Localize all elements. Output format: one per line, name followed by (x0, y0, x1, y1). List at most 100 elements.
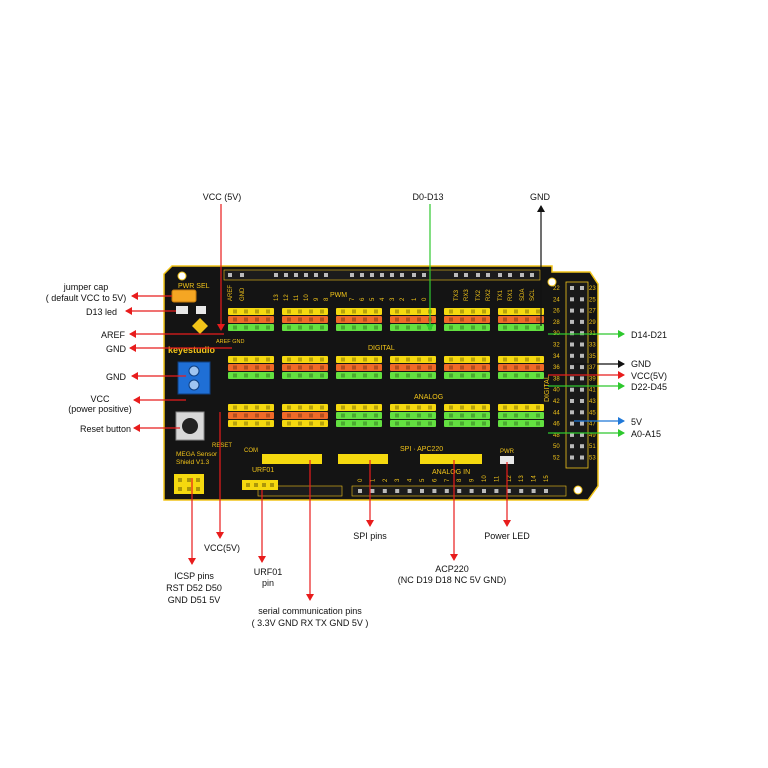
pin-hole (244, 309, 248, 314)
pin-hole (363, 317, 367, 322)
pin-hole (503, 405, 507, 410)
right-pin-label: 25 (589, 297, 596, 303)
pin-hole (320, 421, 324, 426)
right-pin-label: 53 (589, 456, 596, 462)
header-pin-label: 13 (274, 294, 280, 301)
pin-hole (287, 325, 291, 330)
bottom-pin-label: 10 (482, 475, 488, 482)
right-pin (570, 342, 574, 347)
mounting-hole (573, 485, 583, 495)
pin-hole (449, 421, 453, 426)
pin-hole (471, 357, 475, 362)
label-gnd-top: GND (530, 192, 550, 202)
pin-hole (514, 373, 518, 378)
analog-text: ANALOG (414, 394, 443, 401)
header-pin (400, 273, 404, 277)
label-acp-2: (NC D19 D18 NC 5V GND) (397, 575, 507, 585)
pwm-text: PWM (330, 292, 347, 299)
bottom-pin-label: 15 (544, 475, 550, 482)
d13-led-pad (196, 306, 206, 314)
bottom-pin (519, 489, 524, 493)
right-pin (580, 297, 584, 302)
pin-row (444, 324, 490, 331)
pin-hole (395, 421, 399, 426)
right-pin (580, 319, 584, 324)
pin-hole (406, 309, 410, 314)
label-a0-a15: A0-A15 (631, 429, 662, 439)
pin-hole (395, 373, 399, 378)
pin-row (282, 316, 328, 323)
header-pin (304, 273, 308, 277)
pin-hole (320, 365, 324, 370)
urf01-pin (246, 483, 250, 487)
pin-hole (266, 309, 270, 314)
pin-hole (320, 405, 324, 410)
terminal-screw-icon (188, 365, 200, 377)
right-pin (580, 342, 584, 347)
pin-row (444, 356, 490, 363)
pin-row (336, 316, 382, 323)
pin-hole (482, 373, 486, 378)
label-power-led: Power LED (484, 531, 530, 541)
pin-hole (266, 405, 270, 410)
icsp-pin (196, 487, 200, 491)
label-urf01-1: URF01 (253, 567, 283, 577)
pin-row (390, 420, 436, 427)
header-pin (390, 273, 394, 277)
label-vcc5v-right: VCC(5V) (631, 371, 668, 381)
pin-hole (352, 325, 356, 330)
right-pin-label: 40 (553, 388, 560, 394)
pin-row (282, 308, 328, 315)
bottom-pin-label: 4 (408, 478, 414, 482)
pin-row (498, 404, 544, 411)
pin-hole (536, 357, 540, 362)
right-pin-label: 46 (553, 422, 560, 428)
label-vcc5v-bottom: VCC(5V) (203, 543, 241, 553)
pin-hole (374, 317, 378, 322)
urf01-header (242, 480, 278, 490)
pin-hole (471, 325, 475, 330)
pin-hole (309, 405, 313, 410)
pin-hole (298, 421, 302, 426)
right-pin (580, 432, 584, 437)
pin-hole (514, 357, 518, 362)
jumper-cap (171, 289, 197, 303)
bottom-pin-label: 12 (507, 475, 513, 482)
pin-hole (287, 421, 291, 426)
header-pin-label: GND (240, 287, 246, 301)
bottom-pin (482, 489, 486, 493)
pin-hole (525, 421, 529, 426)
right-pin-label: 36 (553, 365, 560, 371)
label-icsp-3: GND D51 5V (167, 595, 221, 605)
pin-row (498, 308, 544, 315)
pin-hole (460, 373, 464, 378)
bottom-pin (407, 489, 412, 493)
right-pin-label: 34 (553, 354, 560, 360)
bottom-pin-label: 8 (457, 478, 463, 482)
right-pin-label: 27 (589, 309, 596, 315)
label-gnd-right: GND (631, 359, 651, 369)
pin-hole (482, 421, 486, 426)
pin-hole (298, 413, 302, 418)
pin-hole (320, 413, 324, 418)
right-pin-label: 39 (589, 376, 596, 382)
header-pin-label: 10 (304, 294, 310, 301)
pin-hole (460, 365, 464, 370)
header-pin-label: 4 (380, 297, 386, 301)
pin-hole (341, 421, 345, 426)
header-pin (360, 273, 364, 277)
right-pin-label: 49 (589, 433, 596, 439)
pin-hole (266, 413, 270, 418)
right-pin (570, 410, 574, 415)
analog-in-text: ANALOG IN (432, 469, 470, 476)
header-pin (380, 273, 384, 277)
right-pin-label: 48 (553, 433, 560, 439)
pin-hole (503, 421, 507, 426)
right-pin (580, 286, 584, 290)
urf01-body (242, 480, 278, 490)
pin-hole (374, 421, 378, 426)
pin-hole (406, 365, 410, 370)
pin-hole (244, 357, 248, 362)
pin-hole (503, 365, 507, 370)
pin-row (282, 404, 328, 411)
